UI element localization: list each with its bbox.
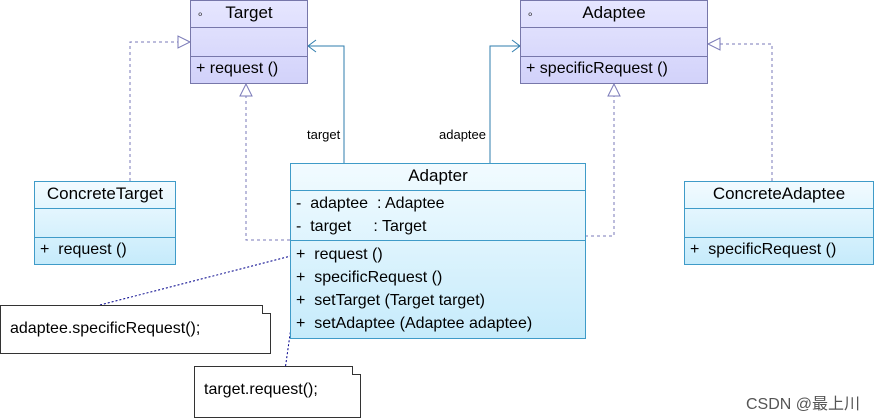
association-arrowhead-target (307, 39, 317, 53)
class-adapter-title: Adapter (291, 164, 585, 191)
class-concretetarget-operations: + request () (35, 238, 175, 261)
class-concreteadaptee[interactable]: ConcreteAdaptee + specificRequest () (684, 181, 874, 265)
class-concreteadaptee-attributes (685, 209, 873, 238)
class-adapter-operations: + request () + specificRequest () + setT… (291, 241, 585, 335)
operation-request: + request () (296, 246, 383, 263)
operation-specificrequest: + specificRequest () (296, 269, 443, 286)
attribute-adaptee: - adaptee : Adaptee (296, 195, 445, 212)
attribute-target: - target : Target (296, 218, 427, 235)
class-adaptee[interactable]: ⚬ Adaptee + specificRequest () (520, 0, 708, 84)
class-concretetarget[interactable]: ConcreteTarget + request () (34, 181, 176, 265)
concretetarget-realizes-target (129, 41, 178, 181)
adapter-realizes-target (245, 96, 290, 241)
realization-arrowhead-target-left (177, 35, 192, 49)
class-target[interactable]: ⚬ Target + request () (190, 0, 308, 84)
note-adaptee-call[interactable]: adaptee.specificRequest(); (0, 305, 271, 354)
realization-arrowhead-adaptee-right (706, 37, 721, 51)
class-target-operations: + request () (191, 57, 307, 80)
class-concreteadaptee-operations: + specificRequest () (685, 238, 873, 261)
operation-request: + request () (40, 241, 127, 258)
class-target-attributes (191, 28, 307, 57)
class-target-title: ⚬ Target (191, 1, 307, 28)
realization-arrowhead-target-bottom (239, 82, 253, 97)
watermark: CSDN @最上川 (745, 396, 860, 413)
interface-icon: ⚬ (526, 10, 535, 21)
interface-icon: ⚬ (196, 10, 205, 21)
operation-request: + request () (196, 60, 279, 77)
class-adapter-attributes: - adaptee : Adaptee - target : Target (291, 191, 585, 241)
operation-setadaptee: + setAdaptee (Adaptee adaptee) (296, 315, 533, 332)
class-concretetarget-attributes (35, 209, 175, 238)
note-link-adaptee-call (99, 255, 292, 306)
operation-settarget: + setTarget (Target target) (296, 292, 485, 309)
edge-label-target: target (307, 127, 341, 142)
class-concreteadaptee-title: ConcreteAdaptee (685, 182, 873, 209)
adapter-to-adaptee-association (489, 45, 520, 163)
class-adaptee-operations: + specificRequest () (521, 57, 707, 80)
class-adaptee-title: ⚬ Adaptee (521, 1, 707, 28)
adapter-to-target-association (308, 45, 345, 163)
concreteadaptee-realizes-adaptee (720, 43, 773, 181)
edge-label-adaptee: adaptee (439, 127, 486, 142)
adapter-realizes-adaptee (585, 96, 615, 237)
class-adapter[interactable]: Adapter - adaptee : Adaptee - target : T… (290, 163, 586, 339)
note-target-call[interactable]: target.request(); (194, 366, 361, 418)
operation-specificrequest: + specificRequest () (690, 241, 837, 258)
realization-arrowhead-adaptee-bottom (607, 82, 621, 97)
operation-specificrequest: + specificRequest () (526, 60, 668, 77)
class-concretetarget-title: ConcreteTarget (35, 182, 175, 209)
class-adaptee-attributes (521, 28, 707, 57)
